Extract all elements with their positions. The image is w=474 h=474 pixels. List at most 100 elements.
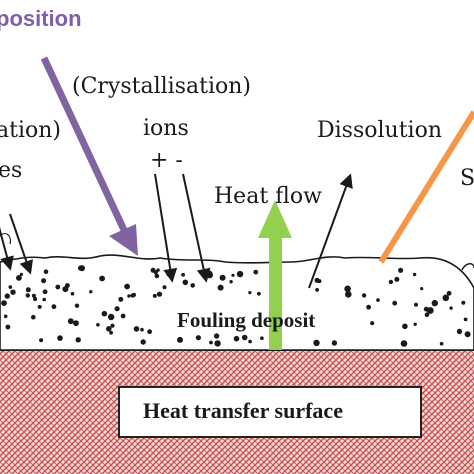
deposition-arrow-head <box>109 224 138 256</box>
deposit-particle <box>124 283 130 290</box>
right-partial-label: S <box>460 166 474 191</box>
deposit-particle <box>217 284 224 291</box>
deposit-particle <box>219 274 226 281</box>
deposit-particle <box>209 340 213 345</box>
deposit-particle <box>233 335 240 342</box>
deposit-particle <box>456 328 463 335</box>
deposition-label: position <box>0 6 82 31</box>
deposit-particle <box>74 303 80 308</box>
deposit-particle <box>313 339 320 347</box>
deposit-particle <box>439 341 444 346</box>
deposit-particle <box>345 291 352 298</box>
deposit-particle <box>248 339 252 344</box>
deposit-particle <box>118 296 124 302</box>
deposit-particle <box>8 285 13 289</box>
deposit-particle <box>99 275 105 282</box>
deposit-particle <box>140 339 146 345</box>
deposit-particle <box>463 317 468 322</box>
deposit-particle <box>317 279 322 284</box>
deposit-particle <box>147 329 153 335</box>
deposit-particle <box>206 271 213 278</box>
deposit-particle <box>75 337 81 343</box>
deposit-particle <box>166 272 171 277</box>
ion-arrow-2 <box>182 173 211 283</box>
deposit-particle <box>114 306 120 312</box>
deposit-particle <box>154 273 160 279</box>
crystallisation-label: (Crystallisation) <box>72 74 251 99</box>
deposit-particle <box>260 336 264 341</box>
left-partial-label-2: es <box>0 158 23 183</box>
deposit-particle <box>62 286 69 293</box>
deposit-particle <box>70 291 75 296</box>
deposit-particle <box>253 269 259 275</box>
deposit-particle <box>182 279 189 286</box>
deposit-particle <box>231 273 235 277</box>
deposit-particles <box>1 265 471 347</box>
deposit-particle <box>461 300 466 305</box>
deposit-particle <box>43 269 49 275</box>
deposit-particle <box>412 272 417 277</box>
deposit-particle <box>39 338 44 343</box>
heat-flow-arrow-head <box>258 200 292 238</box>
deposit-particle <box>376 298 380 302</box>
deposit-particle <box>394 276 400 282</box>
deposit-particle <box>236 270 244 278</box>
deposition-arrow-shaft <box>40 56 128 232</box>
deposit-particle <box>414 302 418 307</box>
left-arrow-1 <box>0 227 14 271</box>
deposit-particle <box>109 330 113 335</box>
dissolution-arrow <box>308 173 353 289</box>
deposit-particle <box>449 306 453 310</box>
deposit-particle <box>195 335 201 341</box>
deposit-particle <box>4 293 10 299</box>
ions-label: ions <box>143 116 189 141</box>
deposit-particle <box>229 280 233 284</box>
deposit-particle <box>241 334 248 341</box>
deposit-particle <box>413 322 417 326</box>
deposit-particle <box>315 288 319 292</box>
deposit-particle <box>156 291 163 297</box>
deposit-particle <box>257 291 261 296</box>
right-orange-arrow <box>378 110 474 264</box>
deposit-particle <box>152 293 157 298</box>
fouling-deposit-layer <box>0 254 474 351</box>
deposit-particle <box>190 283 195 288</box>
left-partial-label-1: ation) <box>0 118 61 143</box>
deposit-particle <box>370 321 375 326</box>
deposit-particle <box>16 275 22 281</box>
deposit-particle <box>106 326 112 332</box>
deposit-particle <box>366 304 371 310</box>
deposit-particle <box>42 297 46 302</box>
deposit-particle <box>400 340 408 347</box>
heat-transfer-surface-label: Heat transfer surface <box>143 398 343 423</box>
deposit-particle <box>57 335 63 341</box>
deposit-particle <box>424 312 430 318</box>
ion-arrow-1 <box>154 173 178 283</box>
deposit-particle <box>442 294 450 302</box>
heat-transfer-surface-box <box>118 386 422 438</box>
ion-charges-label: + - <box>150 148 183 173</box>
deposit-particle <box>420 287 424 291</box>
left-arrow-2 <box>9 213 33 275</box>
deposit-particle <box>96 323 100 327</box>
deposit-particle <box>101 310 108 317</box>
dissolution-label: Dissolution <box>317 118 442 143</box>
deposit-particle <box>127 294 131 298</box>
deposit-particle <box>392 300 398 306</box>
deposit-particle <box>402 323 408 330</box>
deposit-particle <box>1 300 7 306</box>
deposit-particle <box>25 293 30 298</box>
deposit-particle <box>31 293 36 298</box>
deposit-particle <box>55 284 61 290</box>
deposit-particle <box>446 290 452 296</box>
deposit-particle <box>426 307 434 314</box>
deposit-particle <box>464 331 471 338</box>
deposit-particle <box>89 290 93 294</box>
deposit-particle <box>344 285 351 293</box>
deposit-particle <box>5 324 11 330</box>
deposit-particle <box>78 265 85 272</box>
deposit-particle <box>67 318 74 325</box>
deposit-particle <box>140 327 144 332</box>
deposit-particle <box>42 289 48 295</box>
